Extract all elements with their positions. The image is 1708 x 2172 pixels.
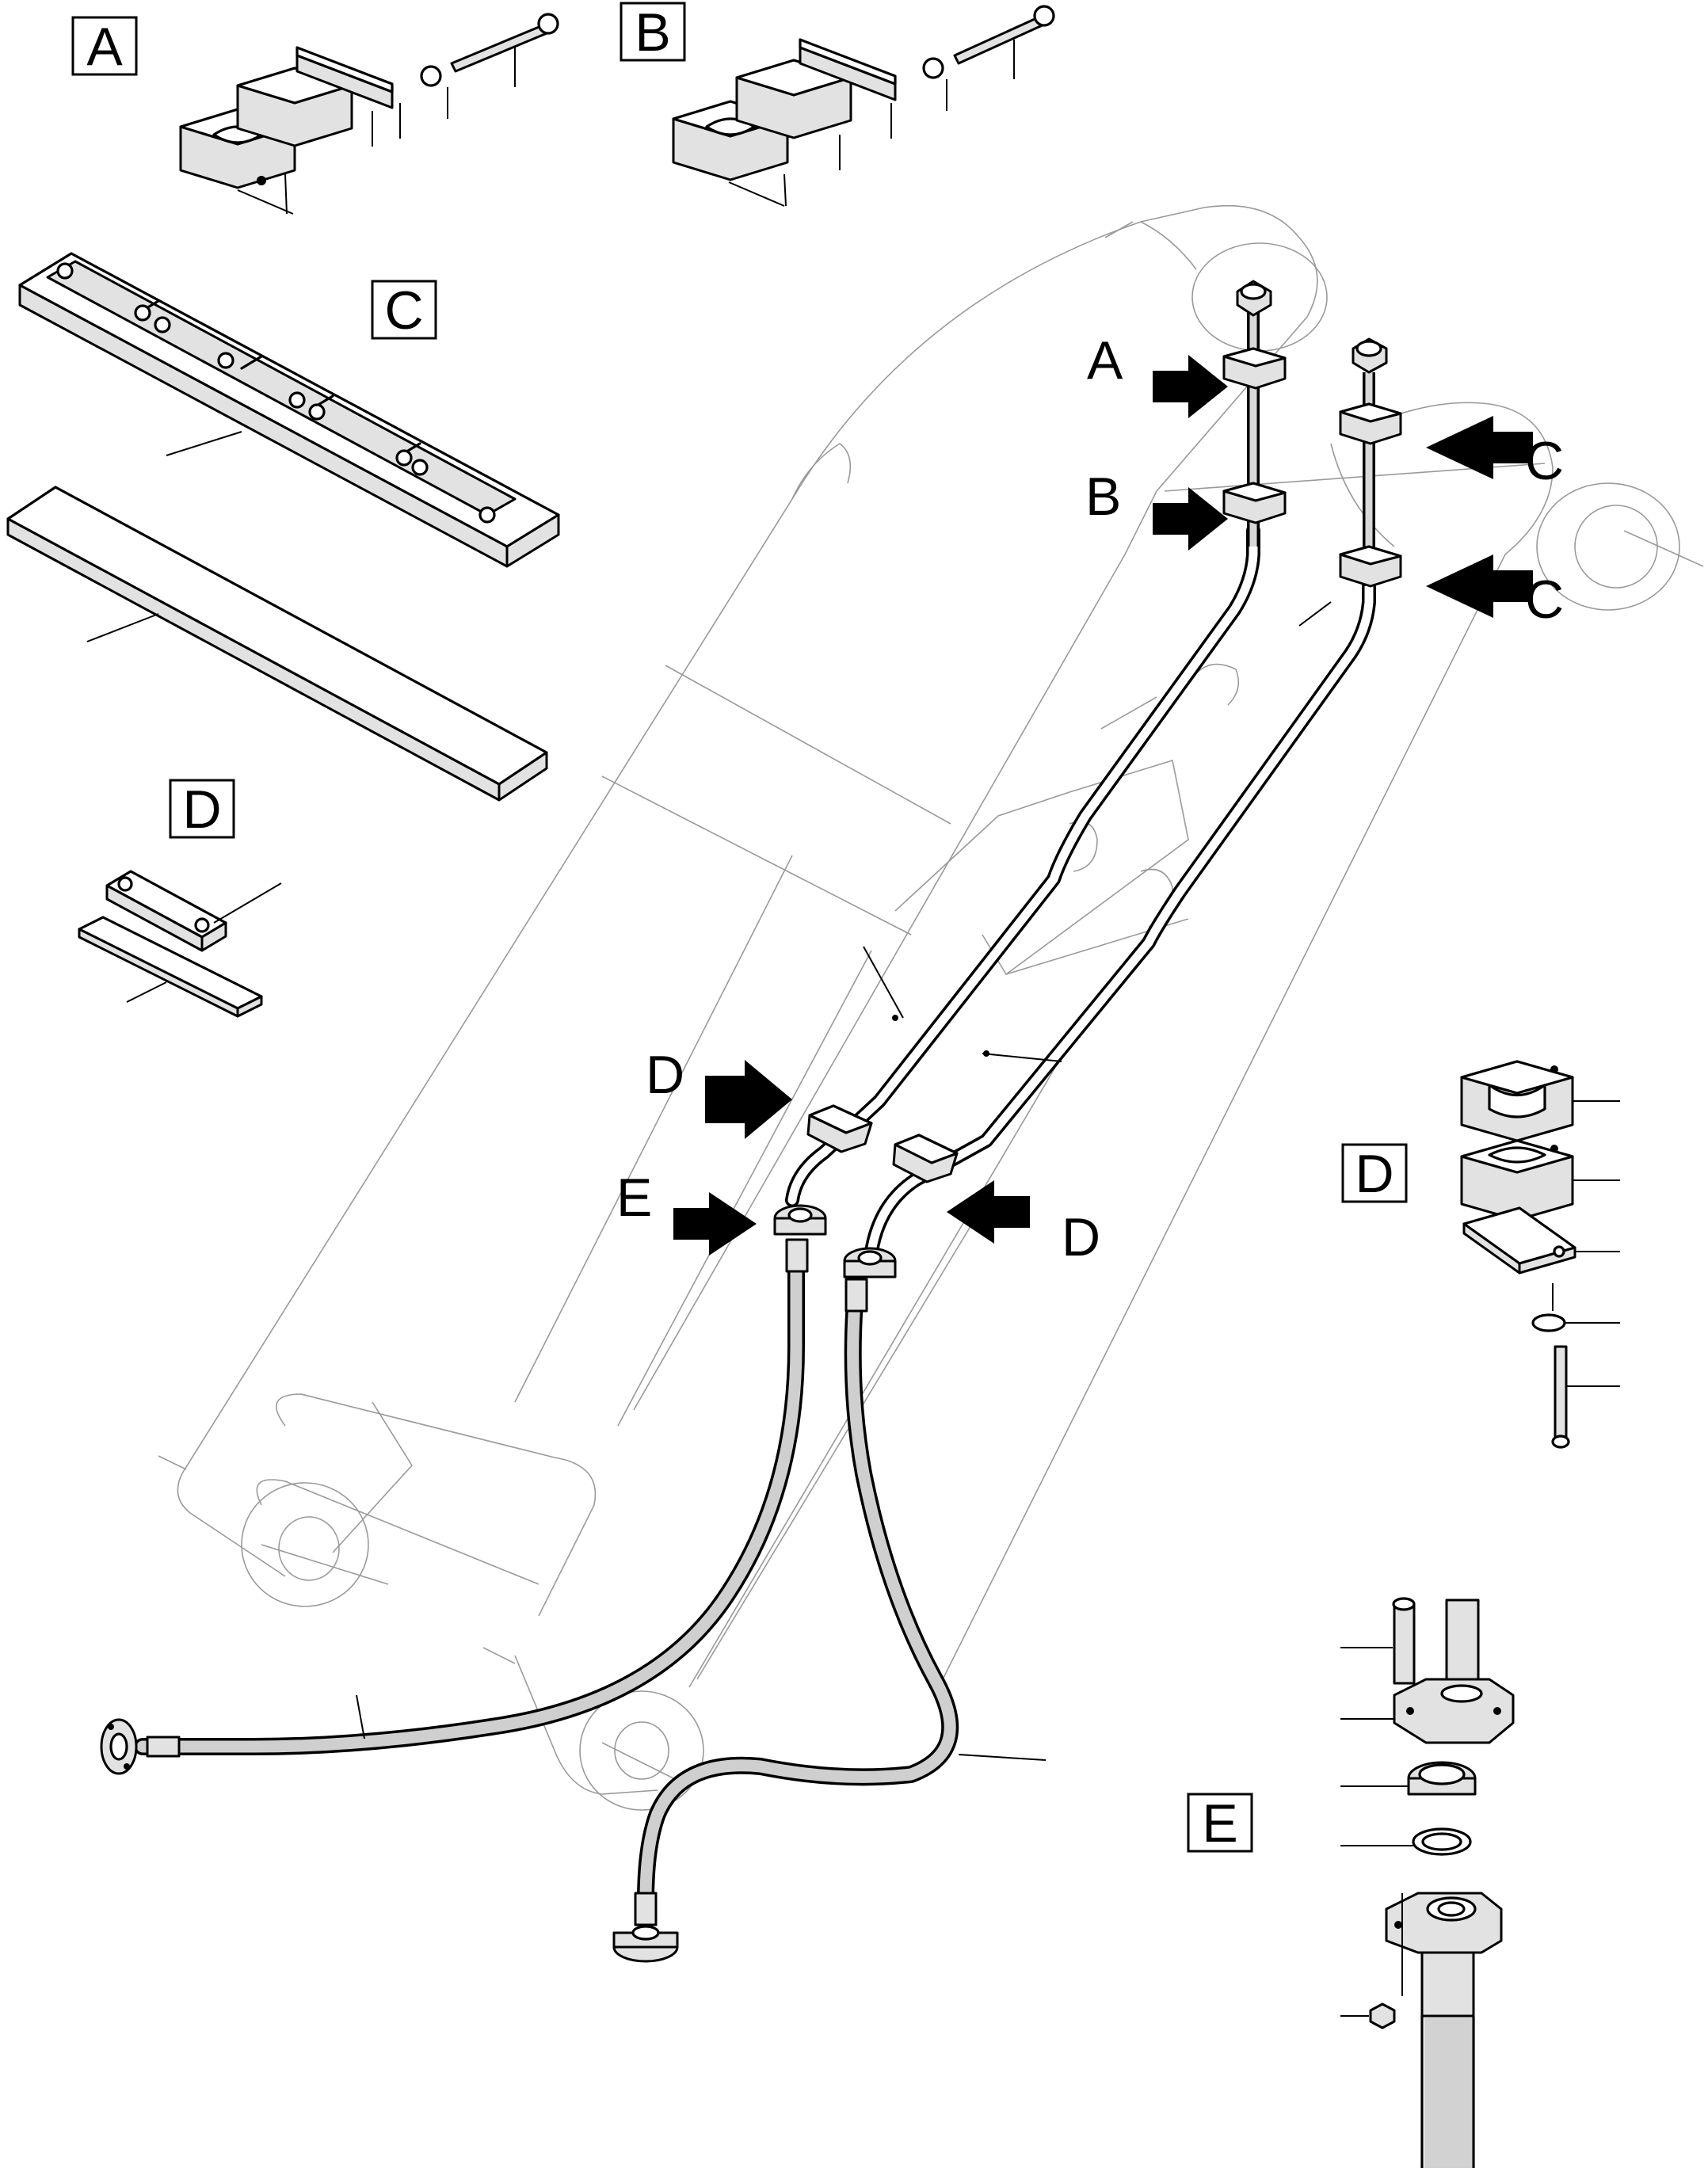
callout-c-upper: C — [1426, 416, 1564, 491]
clamp-b — [1222, 482, 1287, 524]
callout-d-right: D — [947, 1180, 1100, 1267]
hydraulic-lines — [100, 280, 1402, 1963]
detail-b-label: B — [635, 2, 670, 63]
detail-d-clamp: D — [1341, 1060, 1620, 1449]
top-fitting-right — [1352, 337, 1388, 374]
detail-e: E — [1187, 1597, 1515, 2170]
hose-end-flange-right — [612, 1925, 679, 1963]
clamp-d-left — [806, 1104, 873, 1153]
callout-a: A — [1087, 330, 1228, 418]
callout-e: E — [616, 1168, 757, 1256]
hose-end-flange-left — [100, 1718, 138, 1775]
callouts: A B C C D D E — [616, 330, 1564, 1267]
clamp-a — [1222, 347, 1287, 390]
callout-a-label: A — [1087, 330, 1123, 391]
detail-c-label: C — [384, 280, 423, 341]
callout-d-right-label: D — [1062, 1207, 1100, 1267]
flange-e-left — [773, 1204, 827, 1236]
callout-c-lower: C — [1426, 554, 1564, 630]
callout-b: B — [1085, 467, 1228, 551]
detail-b: B — [620, 2, 1055, 207]
clamp-d-right — [892, 1134, 959, 1183]
detail-d-strip-label: D — [182, 779, 221, 840]
detail-d-strip: D — [78, 779, 282, 1018]
detail-a: A — [71, 13, 559, 215]
detail-c: C — [6, 252, 560, 802]
detail-a-label: A — [86, 17, 123, 77]
callout-e-label: E — [616, 1168, 652, 1228]
boom-outline — [158, 204, 1704, 1811]
detail-d-clamp-label: D — [1355, 1144, 1393, 1204]
clamp-c-lower — [1339, 545, 1402, 588]
flange-e-right — [843, 1247, 897, 1278]
callout-c-upper-label: C — [1525, 431, 1564, 491]
callout-d-left: D — [646, 1045, 792, 1139]
callout-b-label: B — [1085, 467, 1121, 527]
callout-c-lower-label: C — [1525, 570, 1564, 630]
clamp-c-upper — [1339, 402, 1402, 445]
callout-d-left-label: D — [646, 1045, 684, 1105]
top-fitting-left — [1236, 280, 1272, 317]
detail-e-label: E — [1202, 1793, 1237, 1854]
